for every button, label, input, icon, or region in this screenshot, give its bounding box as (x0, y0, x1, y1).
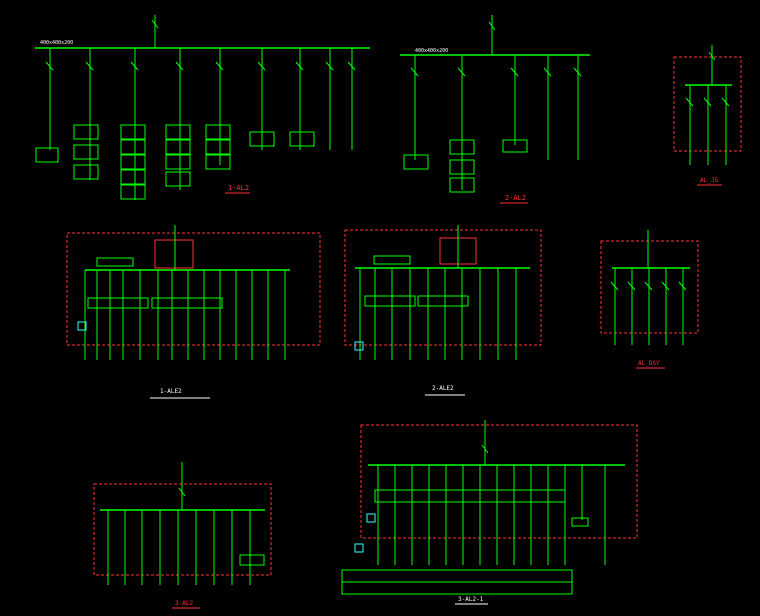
panel-6-title: AL_DSY (638, 360, 660, 367)
panel-1-title: 1-AL2 (228, 184, 249, 192)
panel-1-loads (35, 124, 315, 200)
panel-5-title: 2-ALE2 (432, 385, 454, 392)
panel-8-title: 3-AL2-1 (458, 596, 484, 603)
panel-5-2-ale2 (344, 225, 542, 396)
panel-7-title: 3-AL2 (175, 600, 193, 607)
panel-1-feeders (45, 48, 356, 200)
panel-2-title: 2-AL2 (505, 194, 526, 202)
panel-4-title: 1-ALE2 (160, 388, 182, 395)
panel-1-al2 (35, 15, 370, 200)
panel-1-bus-label: 400x400x200 (40, 40, 73, 46)
panel-3-title: AL_JS (700, 177, 718, 184)
panel-3-al-js (673, 45, 742, 186)
panel-2-al2 (400, 15, 590, 204)
panel-7-3-al2 (93, 462, 272, 609)
panel-4-1-ale2 (66, 225, 321, 399)
panel-8-3-al2-1 (341, 420, 638, 605)
panel-6-al-dsy (600, 230, 699, 369)
panel-2-bus-label: 400x400x200 (415, 48, 448, 54)
